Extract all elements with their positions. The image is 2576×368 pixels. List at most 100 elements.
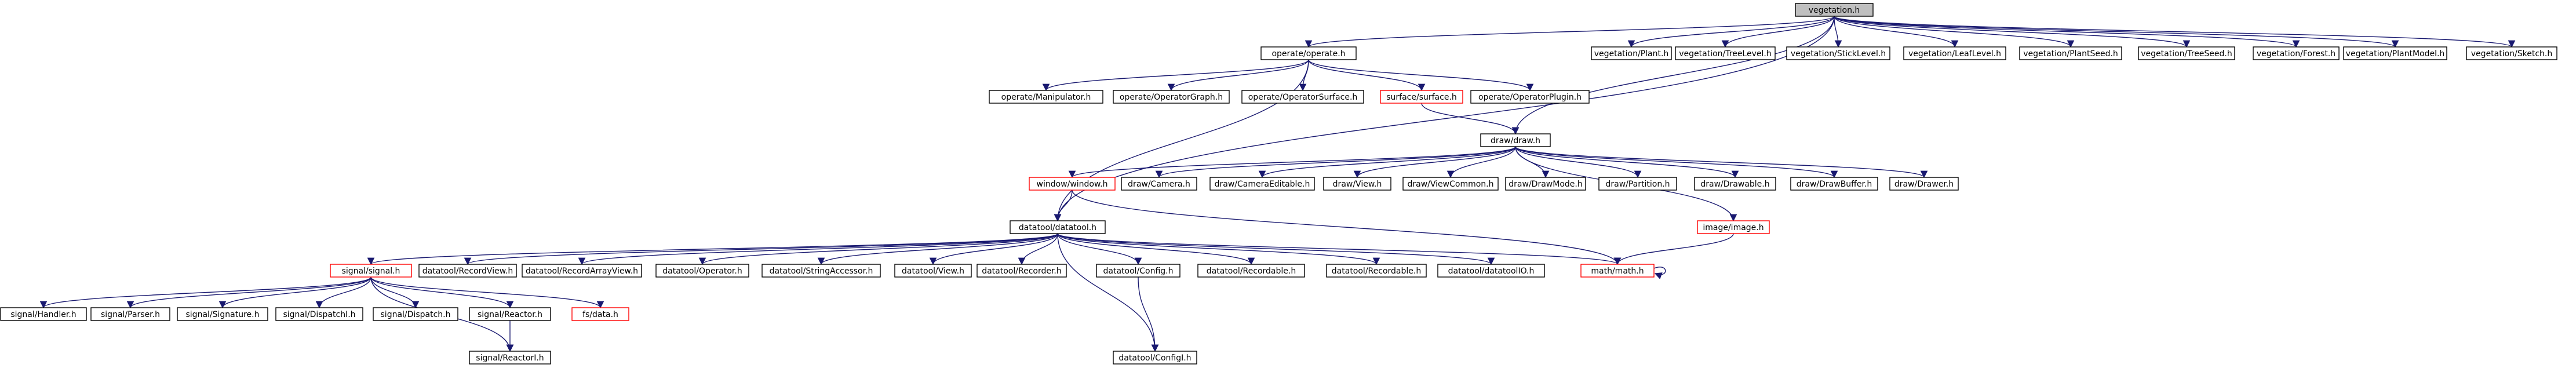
node-box [1675, 46, 1776, 60]
node-label: image/image.h [1703, 223, 1764, 232]
node-label: vegetation/PlantModel.h [2346, 49, 2445, 59]
node-dt-datatoolio[interactable]: datatool/datatoolIO.h [1437, 264, 1545, 278]
node-op-plugin[interactable]: operate/OperatorPlugin.h [1470, 90, 1590, 104]
edge-datatool-to-dt_operator [698, 233, 1058, 265]
node-v-forest[interactable]: vegetation/Forest.h [2253, 46, 2340, 60]
edge-datatool-to-dt_config [1057, 233, 1142, 265]
node-dt-recordable-t[interactable]: datatool/Recordable.h [1197, 264, 1305, 278]
node-dt-operator[interactable]: datatool/Operator.h [655, 264, 749, 278]
node-box [1470, 90, 1590, 104]
node-box [571, 307, 629, 321]
node-s-handler[interactable]: signal/Handler.h [0, 307, 87, 321]
node-label: vegetation/Plant.h [1594, 49, 1669, 59]
node-label: operate/OperatorPlugin.h [1478, 93, 1582, 102]
edge-draw-to-d_view [1353, 146, 1516, 178]
edge-operate-to-datatool [1054, 59, 1309, 222]
node-label: surface/surface.h [1386, 93, 1457, 102]
node-label: vegetation/TreeSeed.h [2141, 49, 2232, 59]
node-label: draw/CameraEditable.h [1215, 180, 1310, 189]
edge-root-to-v_treelevel [1721, 16, 1835, 48]
edge-draw-to-d_drawable [1515, 146, 1739, 178]
edge-draw-to-d_partition [1515, 146, 1642, 178]
node-dt-recorder[interactable]: datatool/Recorder.h [977, 264, 1067, 278]
node-dt-recordview[interactable]: datatool/RecordView.h [418, 264, 517, 278]
node-d-drawmode[interactable]: draw/DrawMode.h [1505, 177, 1586, 191]
node-fs-data: fs/data.h [571, 307, 629, 321]
node-v-sketch[interactable]: vegetation/Sketch.h [2466, 46, 2557, 60]
node-operate[interactable]: operate/operate.h [1260, 46, 1357, 60]
node-draw[interactable]: draw/draw.h [1480, 133, 1551, 147]
node-box [275, 307, 363, 321]
node-label: draw/Drawer.h [1894, 180, 1954, 189]
edge-signal-to-s_handler [39, 276, 371, 309]
node-label: vegetation/LeafLevel.h [1908, 49, 2001, 59]
node-box [1591, 46, 1672, 60]
node-label: datatool/Config.h [1103, 267, 1173, 276]
node-box [761, 264, 881, 278]
node-v-leaflevel[interactable]: vegetation/LeafLevel.h [1903, 46, 2006, 60]
edge-root-to-v_plant [1627, 16, 1835, 48]
node-label: signal/ReactorI.h [476, 354, 544, 363]
node-box [1505, 177, 1586, 191]
node-box [1790, 177, 1878, 191]
node-s-dispatch[interactable]: signal/Dispatch.h [373, 307, 458, 321]
node-label: vegetation/StickLevel.h [1791, 49, 1886, 59]
node-s-reactor[interactable]: signal/Reactor.h [469, 307, 551, 321]
node-root[interactable]: vegetation.h [1795, 3, 1874, 17]
node-d-viewcommon[interactable]: draw/ViewCommon.h [1402, 177, 1499, 191]
edge-datatool-to-dt_configi [1057, 233, 1159, 352]
node-v-plantseed[interactable]: vegetation/PlantSeed.h [2019, 46, 2122, 60]
node-label: vegetation/Forest.h [2257, 49, 2335, 59]
node-s-reactori[interactable]: signal/ReactorI.h [469, 351, 551, 365]
node-v-treeseed[interactable]: vegetation/TreeSeed.h [2138, 46, 2235, 60]
node-box [469, 307, 551, 321]
node-s-signature[interactable]: signal/Signature.h [177, 307, 268, 321]
node-op-manip[interactable]: operate/Manipulator.h [989, 90, 1103, 104]
node-datatool[interactable]: datatool/datatool.h [1010, 220, 1106, 234]
edge-root-to-v_plantseed [1834, 16, 2075, 48]
edge-draw-to-d_drawer [1515, 146, 1928, 178]
node-label: fs/data.h [582, 310, 618, 319]
node-v-treelevel[interactable]: vegetation/TreeLevel.h [1675, 46, 1776, 60]
node-label: signal/Signature.h [186, 310, 260, 319]
node-op-graph[interactable]: operate/OperatorGraph.h [1113, 90, 1230, 104]
node-op-surface[interactable]: operate/OperatorSurface.h [1241, 90, 1364, 104]
node-d-drawable[interactable]: draw/Drawable.h [1694, 177, 1776, 191]
node-box [2343, 46, 2447, 60]
node-dt-view[interactable]: datatool/View.h [894, 264, 972, 278]
node-box [894, 264, 972, 278]
node-v-plant[interactable]: vegetation/Plant.h [1591, 46, 1672, 60]
node-label: datatool/datatool.h [1019, 223, 1096, 232]
node-s-dispatchi[interactable]: signal/DispatchI.h [275, 307, 363, 321]
node-d-camera[interactable]: draw/Camera.h [1121, 177, 1197, 191]
node-box [1241, 90, 1364, 104]
node-v-plantmodel[interactable]: vegetation/PlantModel.h [2343, 46, 2447, 60]
node-dt-recordable[interactable]: datatool/Recordable.h [1326, 264, 1427, 278]
edge-signal-to-s_dispatch [370, 276, 420, 309]
node-box [977, 264, 1067, 278]
node-box [1113, 351, 1197, 365]
node-dt-recordarrayview[interactable]: datatool/RecordArrayView.h [522, 264, 642, 278]
edge-datatool-to-dt_view [929, 233, 1058, 265]
node-box [1694, 177, 1776, 191]
node-box [1113, 90, 1230, 104]
node-d-view[interactable]: draw/View.h [1323, 177, 1391, 191]
node-dt-configi[interactable]: datatool/ConfigI.h [1113, 351, 1197, 365]
node-box [1326, 264, 1427, 278]
node-label: datatool/RecordView.h [422, 267, 513, 276]
node-d-partition[interactable]: draw/Partition.h [1598, 177, 1677, 191]
node-d-drawbuffer[interactable]: draw/DrawBuffer.h [1790, 177, 1878, 191]
node-box [1121, 177, 1197, 191]
node-dt-config[interactable]: datatool/Config.h [1096, 264, 1180, 278]
node-v-sticklevel[interactable]: vegetation/StickLevel.h [1786, 46, 1890, 60]
node-d-drawer[interactable]: draw/Drawer.h [1889, 177, 1959, 191]
edge-window-to-datatool [1054, 190, 1073, 222]
node-label: datatool/Recorder.h [982, 267, 1062, 276]
node-s-parser[interactable]: signal/Parser.h [90, 307, 170, 321]
node-dt-stringaccessor[interactable]: datatool/StringAccessor.h [761, 264, 881, 278]
node-box [522, 264, 642, 278]
node-surface: surface/surface.h [1380, 90, 1463, 104]
node-label: datatool/RecordArrayView.h [526, 267, 638, 276]
node-d-cameraedit[interactable]: draw/CameraEditable.h [1209, 177, 1315, 191]
node-label: vegetation/TreeLevel.h [1679, 49, 1771, 59]
